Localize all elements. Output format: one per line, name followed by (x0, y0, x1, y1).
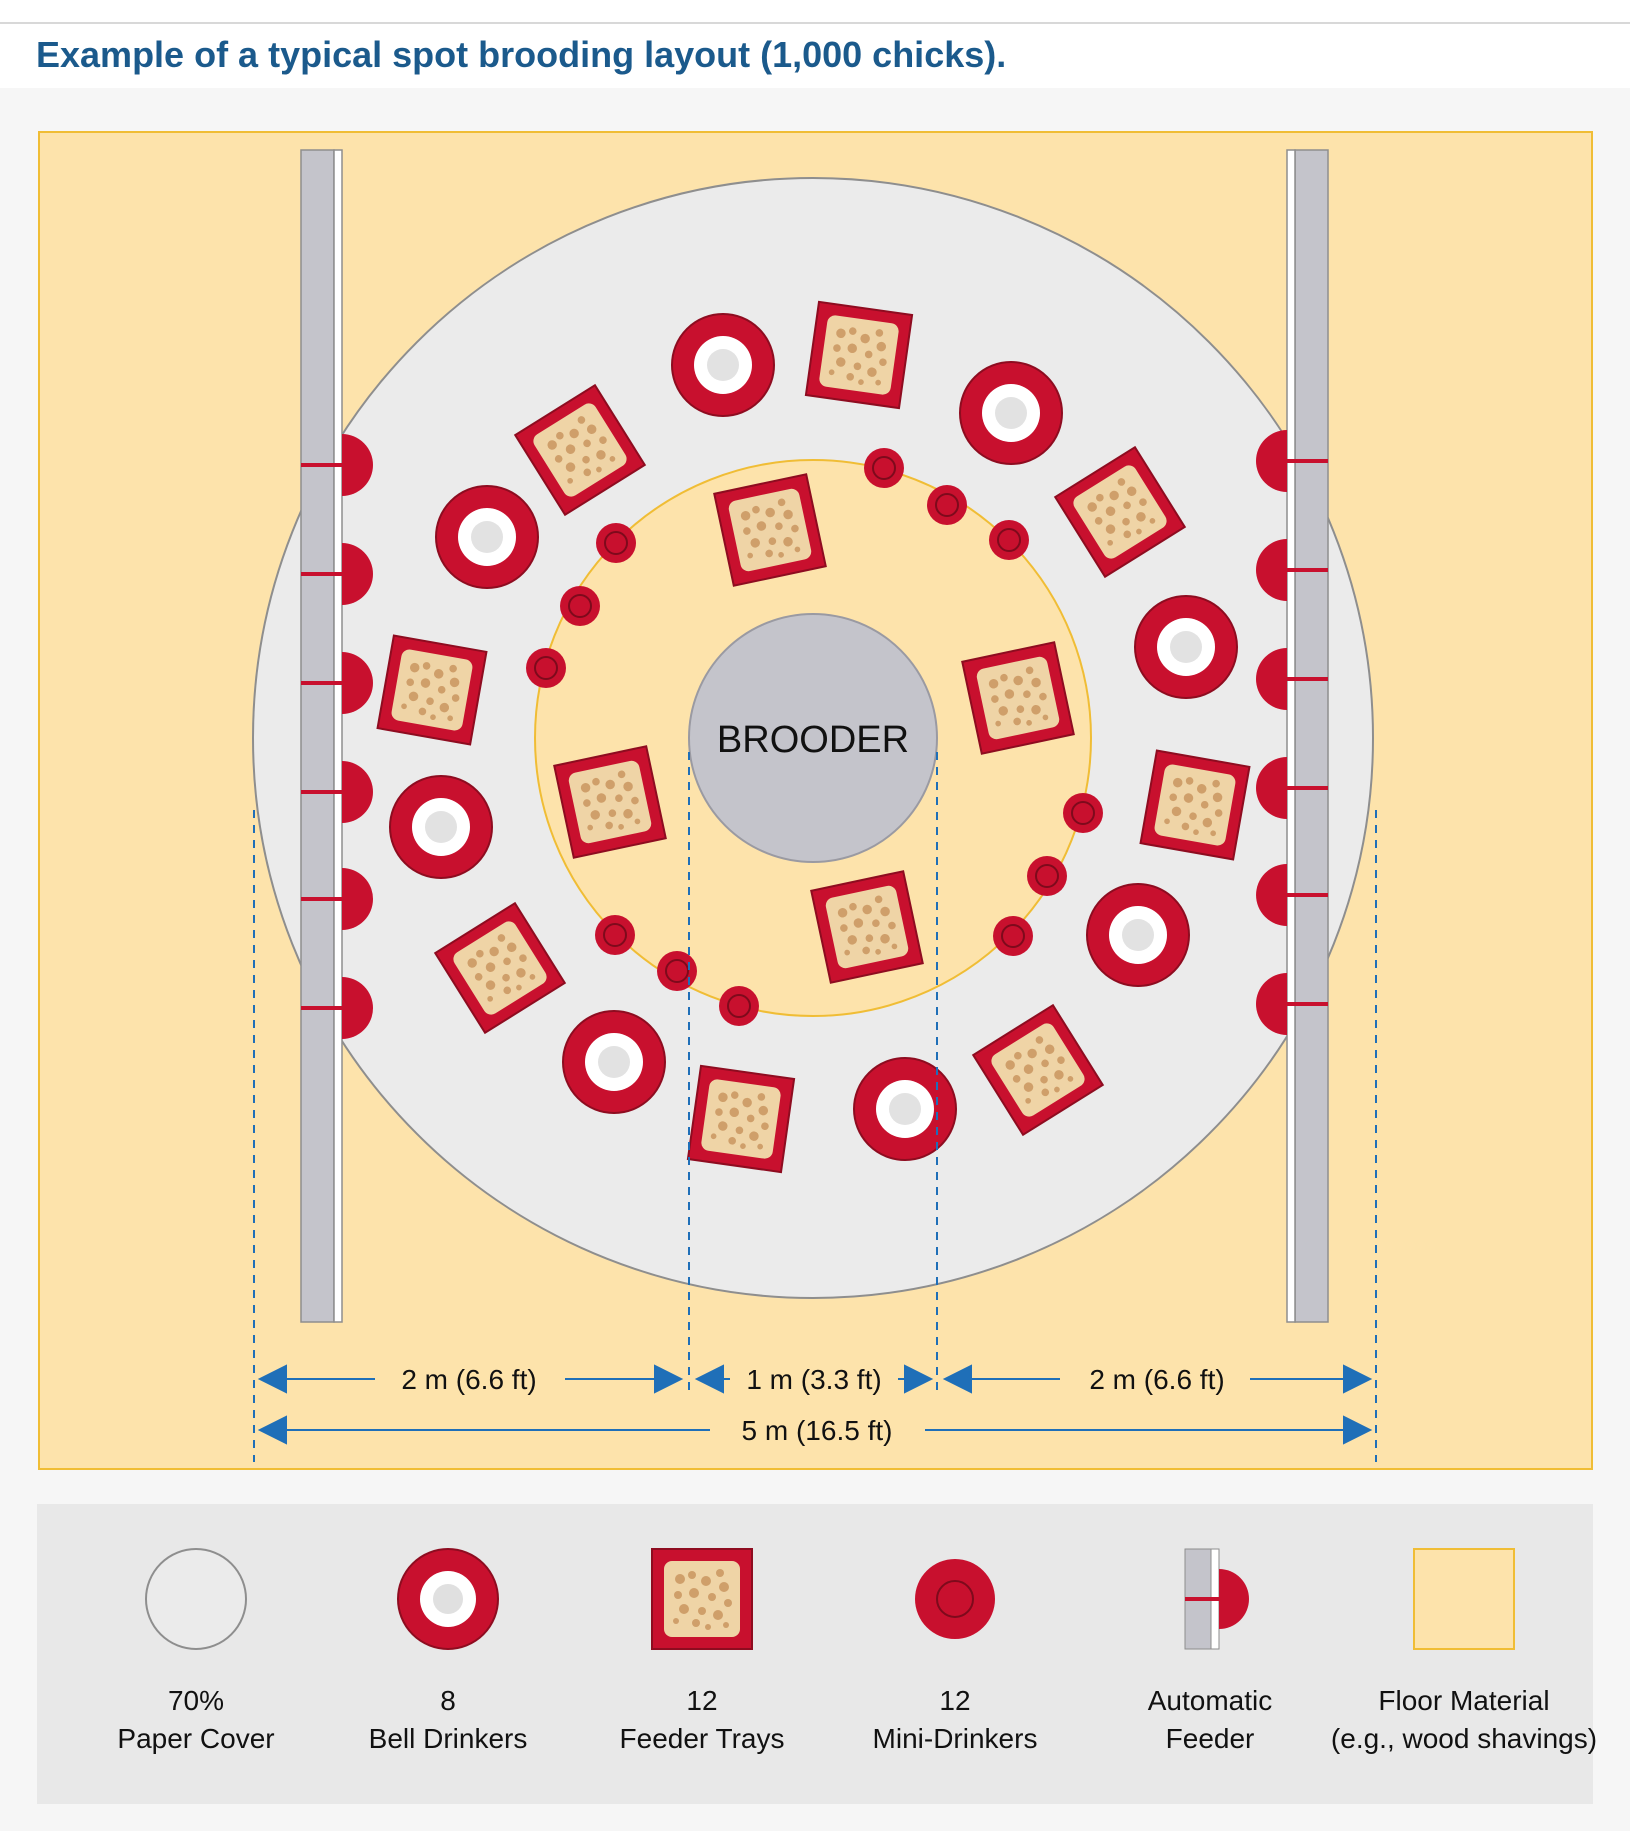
legend-item-bell-drinkers: 8 Bell Drinkers (293, 1544, 593, 1784)
legend-text-bell-drinkers: Bell Drinkers (368, 1723, 528, 1754)
mini-drinker (927, 485, 967, 525)
floor-material-icon (1413, 1548, 1515, 1650)
arrowhead (904, 1364, 934, 1394)
legend-text-feeder: Feeder (1165, 1723, 1255, 1754)
arrowhead (654, 1364, 684, 1394)
bell-drinker (853, 1057, 957, 1161)
legend-count-feeder-trays: 12 (686, 1685, 718, 1716)
mini-drinker (1027, 856, 1067, 896)
arrowhead (1343, 1415, 1373, 1445)
brooder-label: BROODER (717, 719, 909, 761)
feeder-tray (810, 870, 924, 984)
bell-drinker (562, 1010, 666, 1114)
mini-drinker (526, 648, 566, 688)
arrowhead (257, 1415, 287, 1445)
bell-drinker (671, 313, 775, 417)
feeder-tray-icon (651, 1548, 753, 1650)
legend-text-wood-shavings: (e.g., wood shavings) (1330, 1723, 1598, 1754)
legend-count-mini-drinkers: 12 (939, 1685, 971, 1716)
legend-item-floor-material: Floor Material (e.g., wood shavings) (1309, 1544, 1609, 1784)
mini-drinker (1063, 793, 1103, 833)
feeder-pan (1256, 648, 1287, 710)
feeder-tray (971, 1003, 1105, 1137)
dimension-guides (253, 752, 1377, 1462)
feeder-pan (1256, 430, 1287, 492)
bell-drinker-icon (397, 1548, 499, 1650)
top-divider (0, 22, 1630, 24)
feeder-pan (342, 761, 373, 823)
feeder-pan (1256, 973, 1287, 1035)
arrowhead (942, 1364, 972, 1394)
feeder-pan (1256, 864, 1287, 926)
automatic-feeder-icon (1184, 1548, 1249, 1650)
feeder-pan (342, 868, 373, 930)
legend-text-mini-drinkers: Mini-Drinkers (872, 1723, 1038, 1754)
feeder-pan (342, 543, 373, 605)
bell-drinker (959, 361, 1063, 465)
legend-text-floor-material: Floor Material (1378, 1685, 1550, 1716)
mini-drinker (864, 448, 904, 488)
feeder-tray (961, 641, 1075, 755)
legend-item-feeder-trays: 12 Feeder Trays (547, 1544, 847, 1784)
mini-drinker (596, 523, 636, 563)
dimension-left-label: 2 m (6.6 ft) (401, 1364, 536, 1395)
feeder-pan (342, 652, 373, 714)
feeder-pan (342, 434, 373, 496)
bell-drinker (1086, 883, 1190, 987)
brooding-layout-diagram: BROODER 2 m (6.6 ft) 1 m (3.3 ft) 2 m (6… (38, 131, 1593, 1470)
feeder-tray (1053, 445, 1187, 579)
legend-item-automatic-feeder: Automatic Feeder (1055, 1544, 1355, 1784)
brooder (688, 613, 938, 863)
bell-drinker (389, 775, 493, 879)
legend-text-paper-cover: Paper Cover (117, 1723, 275, 1754)
page-title: Example of a typical spot brooding layou… (36, 34, 1007, 75)
arrowhead (1343, 1364, 1373, 1394)
feeder-pan (342, 977, 373, 1039)
bell-drinker (435, 485, 539, 589)
legend-text-feeder-trays: Feeder Trays (619, 1723, 785, 1754)
feeder-pan (1256, 757, 1287, 819)
mini-drinker (560, 586, 600, 626)
feeder-tray (686, 1064, 796, 1174)
feeder-pan (1256, 539, 1287, 601)
legend: 70% Paper Cover 8 Bell Drinkers 12 Feede… (37, 1504, 1597, 1804)
automatic-feeder-line (1256, 149, 1329, 1323)
dimension-right-label: 2 m (6.6 ft) (1089, 1364, 1224, 1395)
feeder-tray (513, 383, 647, 517)
legend-text-automatic: Automatic (1147, 1685, 1273, 1716)
mini-drinker (993, 916, 1033, 956)
dimension-arrows (257, 1364, 1373, 1445)
legend-item-paper-cover: 70% Paper Cover (41, 1544, 341, 1784)
feeder-tray (804, 300, 914, 410)
paper-cover-icon (145, 1548, 247, 1650)
legend-count-paper-cover: 70% (167, 1685, 225, 1716)
feeder-tray (376, 634, 488, 746)
mini-drinker (719, 986, 759, 1026)
mini-drinker-icon (915, 1559, 995, 1639)
mini-drinker (657, 951, 697, 991)
automatic-feeder-line (300, 149, 373, 1323)
bell-drinker (1134, 595, 1238, 699)
legend-item-mini-drinkers: 12 Mini-Drinkers (800, 1544, 1100, 1784)
feeder-tray (1139, 749, 1251, 861)
dimension-center-label: 1 m (3.3 ft) (746, 1364, 881, 1395)
feeder-tray (433, 901, 567, 1035)
arrowhead (694, 1364, 724, 1394)
feeder-tray (713, 473, 827, 587)
feeder-tray (553, 745, 667, 859)
arrowhead (257, 1364, 287, 1394)
dimension-total-label: 5 m (16.5 ft) (742, 1415, 893, 1446)
mini-drinker (595, 915, 635, 955)
mini-drinker (989, 520, 1029, 560)
legend-count-bell-drinkers: 8 (440, 1685, 456, 1716)
